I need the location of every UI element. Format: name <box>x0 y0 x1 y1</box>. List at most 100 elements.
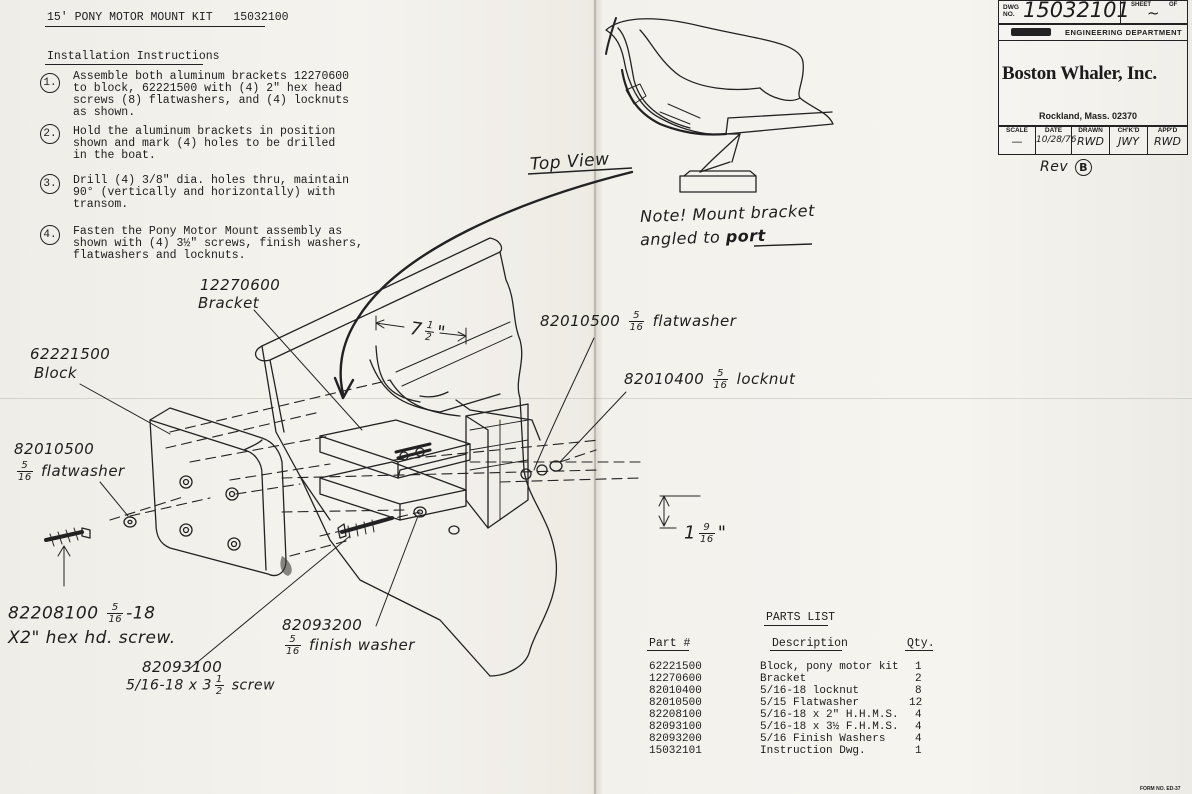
part-number: 15032101 <box>649 745 702 757</box>
drawing-number: 15032101 <box>1023 0 1130 22</box>
parts-col-header-part: Part # <box>649 637 691 650</box>
part-qty: 4 <box>915 733 922 745</box>
frac-num: 5 <box>285 634 301 646</box>
part-description: 5/16 Finish Washers <box>760 733 886 745</box>
header-underline <box>647 650 689 651</box>
kit-title-underline <box>45 26 265 27</box>
flatwasher-left <box>123 516 137 528</box>
sheet-box: SHEET OF ~ <box>1120 1 1188 23</box>
cell-value: — <box>1011 135 1023 148</box>
part-description: 5/16-18 x 3½ F.H.M.S. <box>760 721 899 733</box>
step-line: screws (8) flatwashers, and (4) locknuts <box>73 94 350 107</box>
hex-screw-desc: X2" hex hd. screw. <box>8 628 176 648</box>
part-description: Bracket <box>760 673 807 685</box>
block-sketch <box>149 407 287 577</box>
parts-list-title-underline <box>764 625 828 626</box>
part-qty: 1 <box>915 661 922 673</box>
step-line: transom. <box>73 198 129 211</box>
frac-den: 16 <box>108 614 123 625</box>
part-number: 82010500 <box>649 697 702 709</box>
company-name: Boston Whaler, Inc. <box>1002 63 1157 84</box>
of-label: OF <box>1169 2 1178 8</box>
part-qty: 4 <box>915 721 922 733</box>
cell-value: RWD <box>1154 135 1181 148</box>
part-number: 62221500 <box>649 661 702 673</box>
step-line: in the boat. <box>73 149 156 162</box>
part-no: 82010400 <box>624 370 705 388</box>
form-number: FORM NO. ED-37 <box>1140 786 1181 792</box>
thread-spec: -18 <box>126 603 156 624</box>
step-line: to block, 62221500 with (4) 2" hex head <box>73 82 343 95</box>
part-no: 82010500 <box>540 312 621 330</box>
paper-fold-horizontal <box>0 398 1192 399</box>
cell-label: DATE <box>1044 127 1063 134</box>
frac-num: 1 <box>214 674 224 686</box>
header-underline <box>905 650 933 651</box>
drawn-cell: DRAWN RWD <box>1072 126 1110 155</box>
cell-value: 10/28/76 <box>1036 135 1077 145</box>
scale-cell: SCALE — <box>999 126 1036 155</box>
part-no: 82208100 <box>8 603 99 624</box>
title-block-rule <box>999 125 1187 127</box>
frac-num: 5 <box>712 368 729 380</box>
cell-label: CH'K'D <box>1117 127 1140 134</box>
instructions-heading: Installation Instructions <box>47 50 220 63</box>
title-block-rule <box>999 40 1187 41</box>
approved-cell: APP'D RWD <box>1148 126 1187 155</box>
department-name: ENGINEERING DEPARTMENT <box>1065 28 1183 37</box>
step-line: Drill (4) 3/8" dia. holes thru, maintain <box>73 174 350 187</box>
transom-sketch <box>254 237 558 677</box>
company-address: Rockland, Mass. 02370 <box>1039 111 1138 121</box>
part-description: Block, pony motor kit <box>760 661 899 673</box>
paper-fold-vertical <box>594 0 596 794</box>
frac-num: 5 <box>628 310 645 322</box>
finish-washer-part-no: 82093200 <box>282 616 363 634</box>
inch-mark: " <box>717 522 727 544</box>
date-cell: DATE 10/28/76 <box>1036 126 1077 155</box>
kit-title: 15' PONY MOTOR MOUNT KIT 15032100 <box>47 11 289 24</box>
step-line: flatwashers and locknuts. <box>73 249 246 262</box>
title-block: DWG NO. 15032101 SHEET OF ~ ENGINEERING … <box>998 0 1188 155</box>
frac-den: 16 <box>713 380 728 391</box>
part-name: screw <box>231 677 276 694</box>
block-part-no: 62221500 <box>30 345 111 363</box>
step-line: shown and mark (4) holes to be drilled <box>73 137 336 150</box>
cell-value: RWD <box>1077 135 1104 148</box>
frac-den: 16 <box>699 534 714 545</box>
step-number: 2. <box>40 124 60 144</box>
revision-letter: B <box>1075 159 1093 176</box>
cell-label: APP'D <box>1157 127 1178 134</box>
parts-col-header-description: Description <box>772 637 848 650</box>
part-qty: 8 <box>915 685 922 697</box>
screw-size: 5/16-18 x 3 <box>126 677 212 694</box>
bracket-part-no: 12270600 <box>200 276 281 294</box>
revision-prefix: Rev <box>1040 159 1069 175</box>
frac-num: 5 <box>17 460 33 472</box>
bracket-sketch <box>319 403 529 529</box>
part-description: 5/16-18 locknut <box>760 685 860 697</box>
part-qty: 1 <box>915 745 922 757</box>
block-name: Block <box>34 364 78 382</box>
part-name: flatwasher <box>41 462 125 480</box>
whaler-logo <box>1011 28 1051 36</box>
part-number: 82093100 <box>649 721 702 733</box>
part-qty: 2 <box>915 673 922 685</box>
revision-mark: Rev B <box>1040 159 1093 176</box>
dwg-no-label: DWG NO. <box>1003 4 1019 18</box>
frac-den: 16 <box>286 646 300 657</box>
dim-whole: 7 <box>408 318 424 341</box>
step-number: 3. <box>40 174 60 194</box>
part-description: Instruction Dwg. <box>760 745 866 757</box>
